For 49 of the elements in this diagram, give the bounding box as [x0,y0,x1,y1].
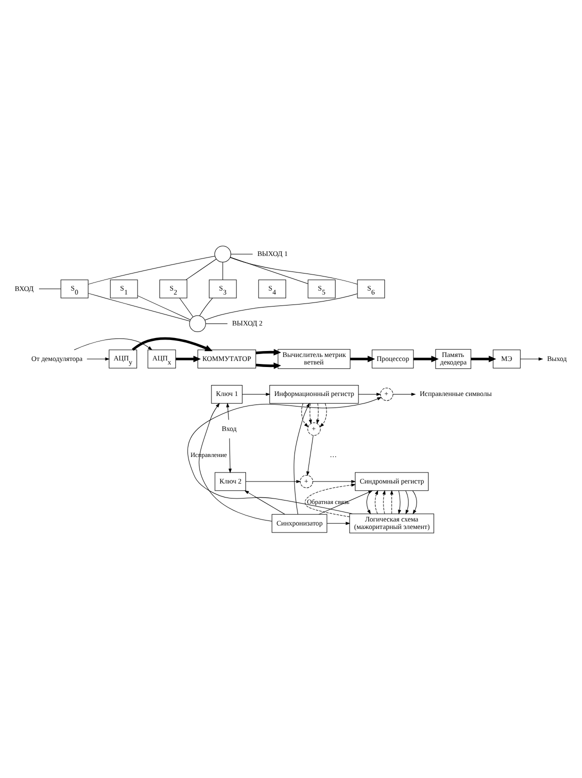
arrow [74,338,152,350]
arrow [405,490,409,514]
connector [88,256,216,285]
connector [230,256,308,284]
arrow [306,435,314,476]
arrow [382,490,386,514]
arrow [520,357,544,361]
arrow [226,402,230,420]
connector [230,257,358,284]
arrow [374,490,378,514]
arrow [320,403,327,428]
arrow [198,402,272,522]
connector [199,298,213,316]
arrow [358,392,382,396]
arrow [308,403,312,424]
arrow [471,356,496,362]
connector [88,293,190,322]
arrow [412,490,417,514]
arrow [312,480,356,484]
arrow [301,403,309,428]
node-circle [189,315,206,332]
arrow [326,522,350,525]
arrow [392,392,416,396]
connector [186,258,217,280]
arrow [187,397,382,514]
arrow [86,357,110,361]
arrow [244,490,286,514]
arrow [304,483,356,518]
connector [204,293,358,320]
arrow [256,362,282,370]
arrow [176,356,201,362]
connector [38,288,62,290]
arrow [242,392,270,396]
arrow [350,356,376,362]
connector [206,323,228,324]
arrow [414,356,439,362]
arrow [228,438,232,474]
arrow [256,348,282,356]
connector [179,298,194,318]
arrow [246,480,301,484]
arrow [398,490,402,514]
arrow [318,490,373,515]
arrow [132,337,213,352]
node-circle [214,246,232,262]
connector [137,295,191,320]
arrow [316,403,320,424]
arrow [390,490,394,514]
connector [222,262,224,280]
arrow [294,402,310,515]
